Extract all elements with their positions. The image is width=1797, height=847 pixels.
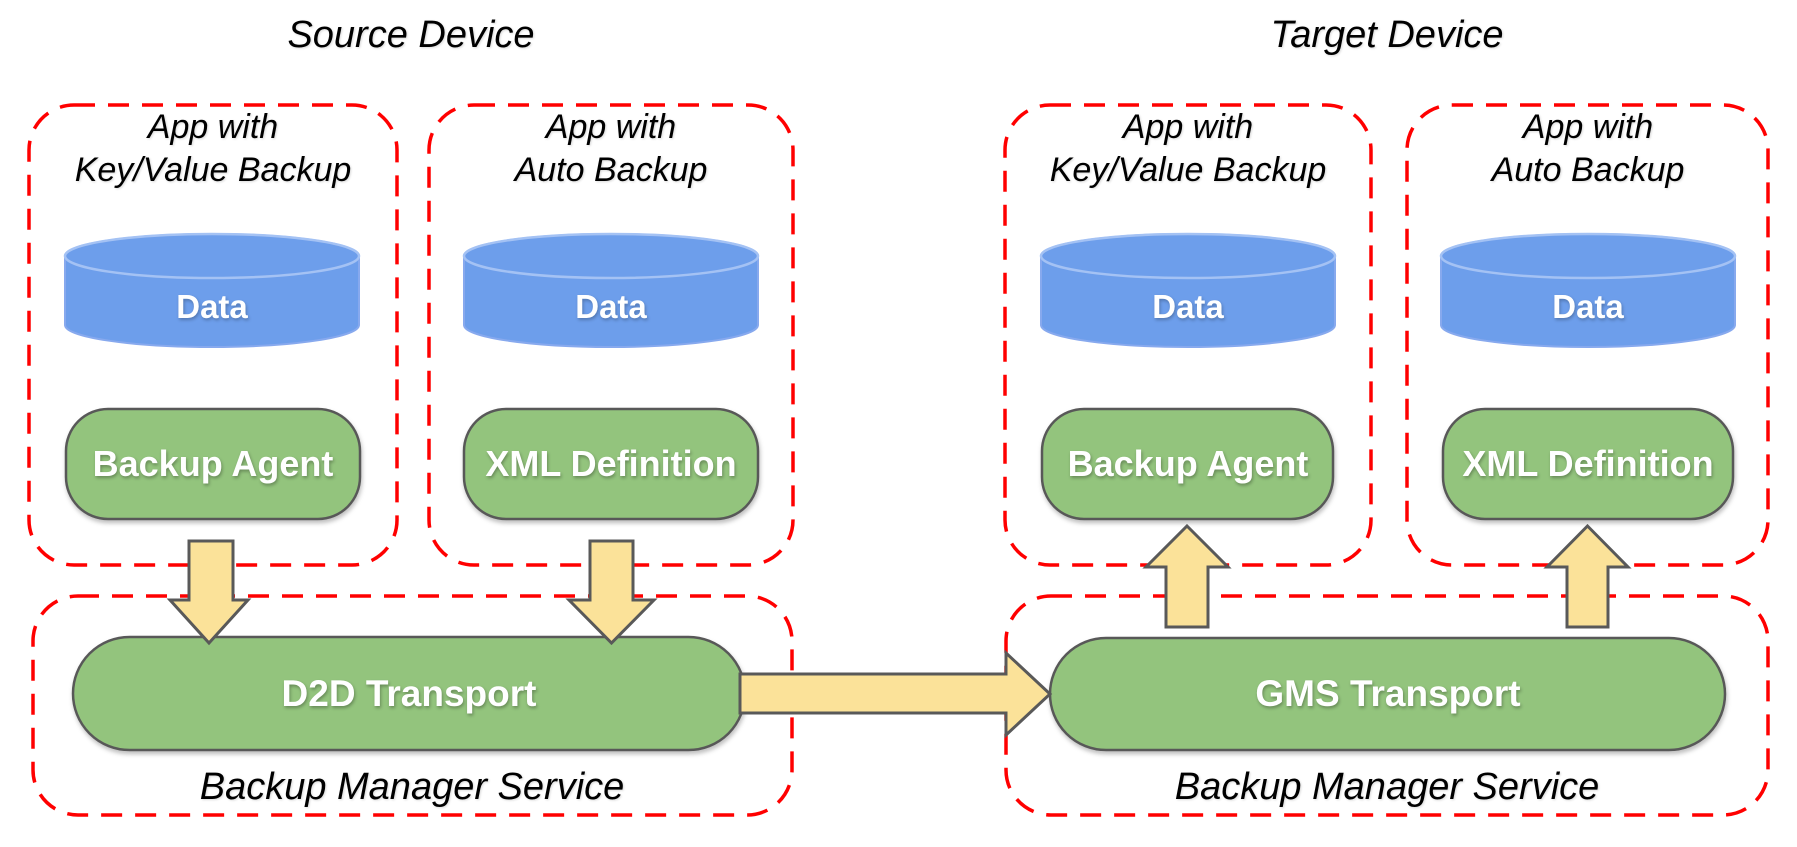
component-label-xml-definition-target: XML Definition [1462,443,1714,484]
arrow-up-gms-to-backup-agent [1142,523,1232,629]
transport-label-d2d: D2D Transport [281,673,537,714]
app-boundary-target-auto [1405,103,1770,567]
source-device-title: Source Device [287,14,535,56]
component-pill-xml-definition-source [462,407,760,521]
component-pill-backup-agent-source [64,407,362,521]
component-label-backup-agent-target: Backup Agent [1067,443,1309,484]
data-label-source-auto: Data [575,288,647,325]
arrow-right-d2d-to-gms [738,649,1053,739]
component-pill-xml-definition-target [1441,407,1735,521]
arrow-up-gms-to-xml-definition [1543,523,1632,629]
transport-label-gms: GMS Transport [1255,673,1521,714]
component-label-backup-agent-source: Backup Agent [92,443,334,484]
arrow-down-backup-agent-to-d2d [166,539,252,646]
app-label-source-keyvalue: App with Key/Value Backup [74,108,352,189]
data-cylinder-source-auto [462,232,760,348]
service-label-source: Backup Manager Service [199,766,625,808]
service-label-target: Backup Manager Service [1174,766,1600,808]
component-pill-backup-agent-target [1040,407,1335,521]
arrow-down-xml-definition-to-d2d [565,539,658,646]
data-label-source-keyvalue: Data [176,288,248,325]
service-boundary-source [31,594,794,817]
app-label-target-keyvalue: App with Key/Value Backup [1049,108,1327,189]
data-label-target-auto: Data [1552,288,1624,325]
data-cylinder-source-keyvalue [63,232,361,348]
app-label-target-auto: App with Auto Backup [1491,108,1685,189]
data-cylinder-target-auto [1439,232,1737,348]
component-label-xml-definition-source: XML Definition [485,443,737,484]
data-cylinder-target-keyvalue [1039,232,1337,348]
data-label-target-keyvalue: Data [1152,288,1224,325]
app-label-source-auto: App with Auto Backup [514,108,708,189]
target-device-title: Target Device [1270,14,1504,56]
